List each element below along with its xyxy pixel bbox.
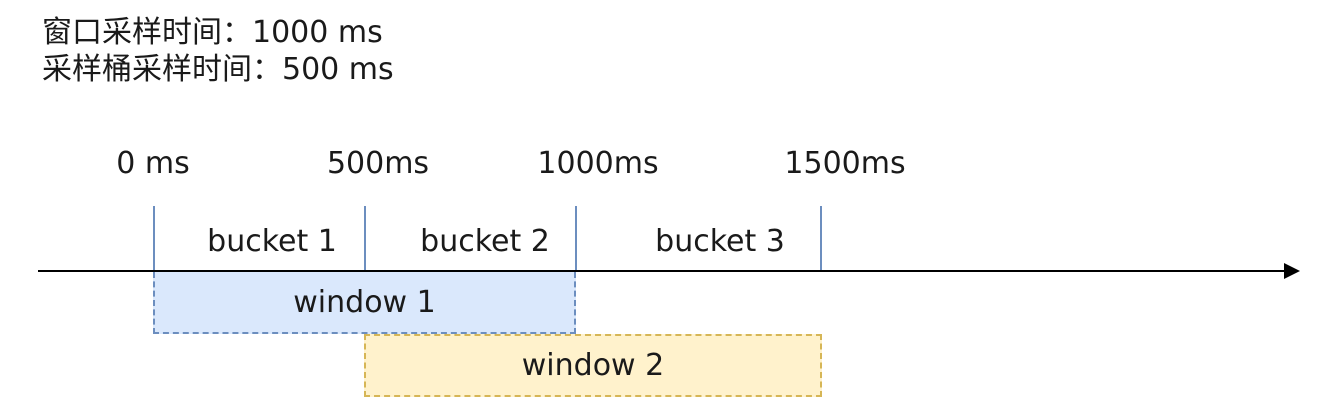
bucket-label-3: bucket 3 bbox=[655, 224, 785, 259]
tick-label-1500: 1500ms bbox=[784, 146, 906, 181]
bucket-label-1: bucket 1 bbox=[207, 224, 337, 259]
window-1-box: window 1 bbox=[153, 272, 576, 334]
divider-0 bbox=[153, 206, 155, 272]
tick-label-0: 0 ms bbox=[116, 146, 190, 181]
divider-1500 bbox=[820, 206, 822, 272]
divider-500 bbox=[364, 206, 366, 272]
tick-label-1000: 1000ms bbox=[537, 146, 659, 181]
window-2-label: window 2 bbox=[521, 348, 665, 383]
bucket-label-2: bucket 2 bbox=[420, 224, 550, 259]
bucket-sample-time-text: 采样桶采样时间：500 ms bbox=[42, 52, 394, 87]
window-sample-time-text: 窗口采样时间：1000 ms bbox=[42, 15, 383, 50]
window-1-label: window 1 bbox=[293, 284, 436, 320]
divider-1000 bbox=[575, 206, 577, 272]
timeline-axis bbox=[38, 270, 1288, 272]
window-2-box: window 2 bbox=[364, 334, 822, 397]
axis-arrow-icon bbox=[1284, 263, 1300, 279]
tick-label-500: 500ms bbox=[326, 146, 430, 181]
header: 窗口采样时间：1000 ms 采样桶采样时间：500 ms bbox=[42, 14, 394, 88]
